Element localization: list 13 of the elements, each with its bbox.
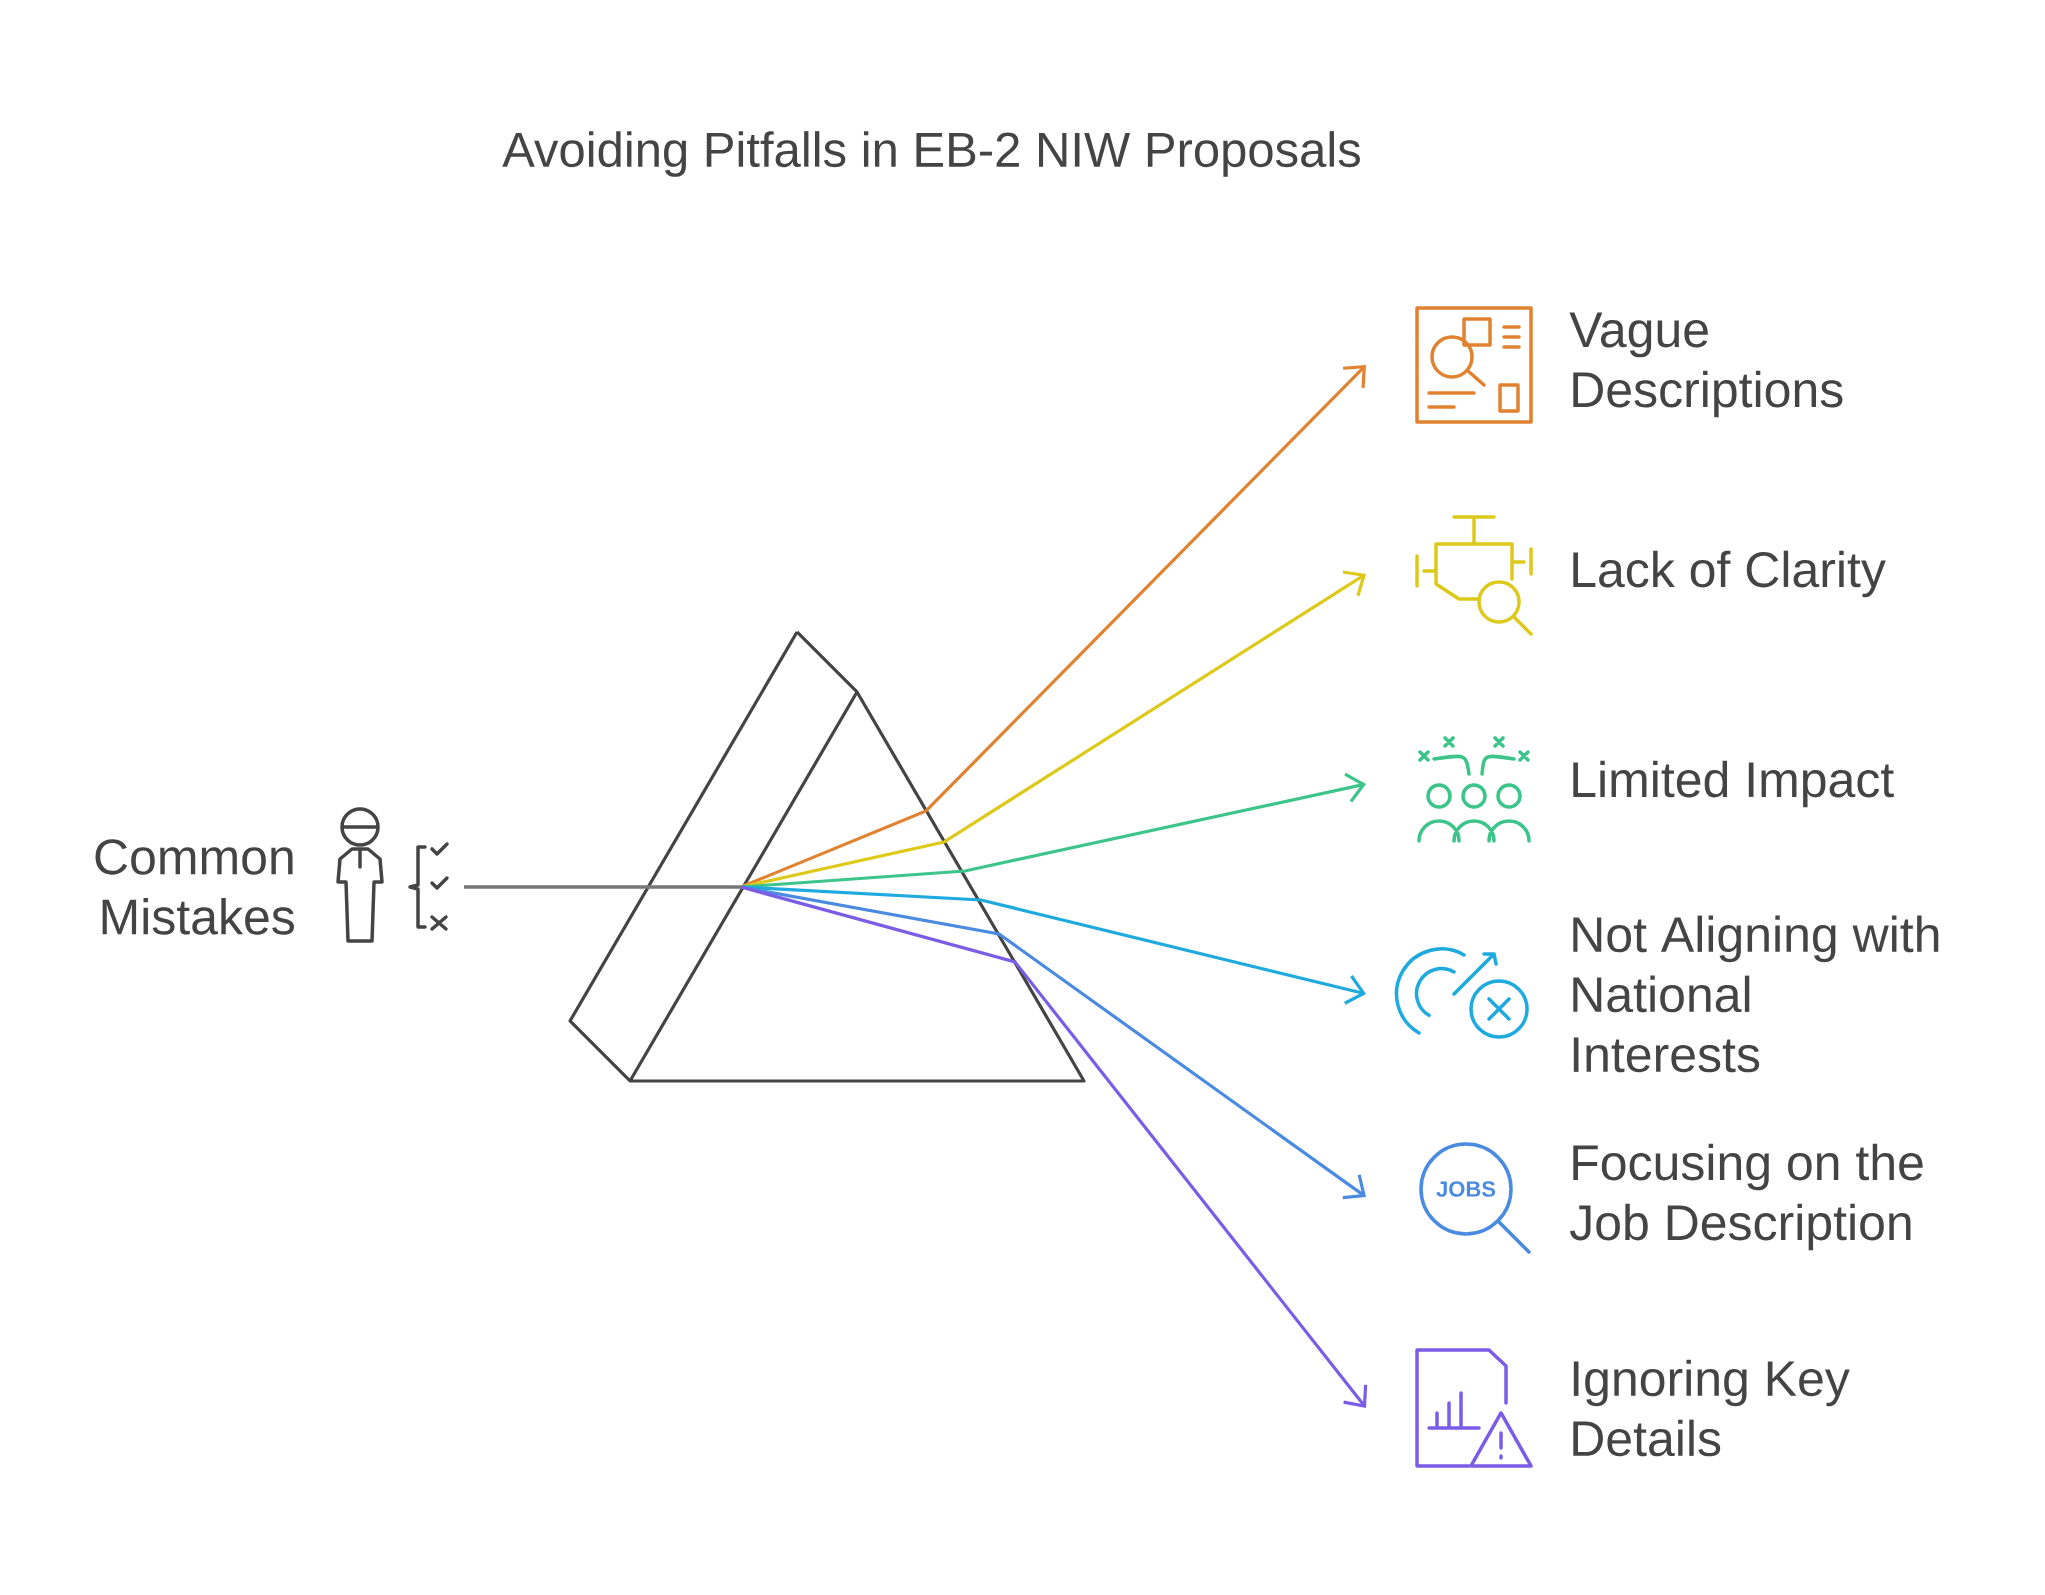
arrow: [740, 885, 1368, 1408]
title: Avoiding Pitfalls in EB-2 NIW Proposals: [502, 131, 1360, 177]
arrow: [740, 885, 1366, 1005]
item-label: Lack of Clarity: [1573, 550, 1886, 598]
category-label: Common Mistakes: [95, 839, 294, 935]
arrow: [740, 772, 1366, 889]
arrow: [740, 365, 1366, 889]
item-label: Vague Descriptions: [1569, 312, 1843, 418]
item-label: Limited Impact: [1573, 760, 1894, 808]
trunk-line: [464, 885, 741, 889]
item-label: Not Aligning with National Interests: [1573, 915, 1939, 1073]
item-label: Ignoring Key Details: [1573, 1359, 1850, 1457]
item-label: Focusing on the Job Description: [1570, 1143, 1923, 1251]
